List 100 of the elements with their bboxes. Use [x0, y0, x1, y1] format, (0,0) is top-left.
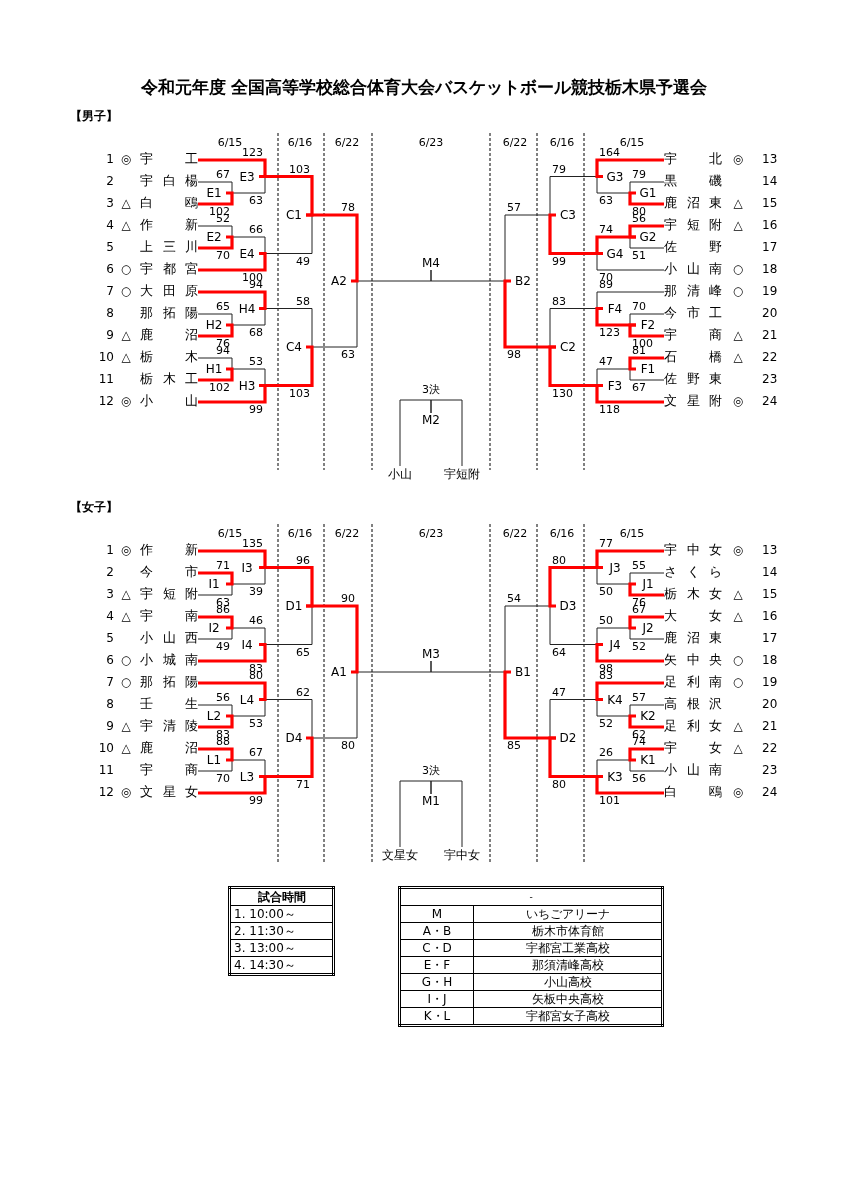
score-label: 66 — [248, 223, 263, 236]
seed-mark: ◎ — [731, 394, 745, 409]
match-label: C2 — [556, 340, 580, 354]
seed-number: 6 — [105, 262, 114, 277]
score-label: 70 — [215, 772, 230, 785]
bracket-line — [503, 670, 556, 740]
score-label: 50 — [599, 614, 614, 627]
bracket-line — [595, 681, 664, 702]
score-label: 56 — [215, 691, 230, 704]
bracket-line — [198, 642, 267, 663]
team-name: 作新 — [140, 542, 198, 558]
bracket-line — [198, 747, 234, 762]
team-name: 宇女 — [664, 740, 722, 756]
team-name: 小山南 — [664, 762, 722, 778]
bracket-line — [197, 759, 233, 772]
bracket-line — [629, 759, 665, 772]
score-label: 49 — [295, 254, 310, 268]
score-label: 67 — [248, 746, 263, 759]
seed-mark: ◎ — [731, 785, 745, 800]
score-label: 79 — [632, 168, 647, 181]
team-name: 小山南 — [664, 261, 722, 277]
seed-number: 19 — [762, 675, 779, 690]
seed-number: 3 — [105, 587, 114, 602]
bracket-line — [430, 780, 463, 848]
seed-number: 5 — [105, 240, 114, 255]
seed-number: 21 — [762, 719, 779, 734]
team-name: 那拓陽 — [140, 674, 198, 690]
bracket-line — [629, 704, 665, 717]
seed-mark: △ — [732, 328, 744, 343]
match-label: D2 — [556, 731, 580, 745]
match-label: G2 — [636, 230, 660, 244]
team-name: 白鴎 — [664, 784, 722, 800]
seed-number: 1 — [105, 543, 114, 558]
seed-mark: △ — [732, 350, 744, 365]
seed-mark: ○ — [119, 653, 133, 668]
venue-name: 那須清峰高校 — [473, 956, 663, 974]
match-label: F4 — [603, 301, 627, 316]
team-name: 鹿沼東 — [664, 630, 722, 646]
team-name: 佐野東 — [664, 371, 722, 387]
team-name: 小山 — [375, 466, 425, 482]
venue-name: 小山高校 — [473, 973, 663, 991]
seed-mark: △ — [120, 218, 132, 233]
score-label: 52 — [632, 640, 647, 653]
seed-number: 18 — [762, 262, 779, 277]
seed-mark: ○ — [731, 653, 745, 668]
seed-number: 22 — [762, 350, 779, 365]
bracket-line — [198, 681, 267, 702]
seed-number: 19 — [762, 284, 779, 299]
seed-mark: ○ — [119, 284, 133, 299]
match-group: I・J — [399, 990, 474, 1008]
date-label: 6/15 — [216, 527, 243, 540]
team-name: 宇短附 — [140, 586, 198, 602]
seed-mark: △ — [732, 741, 744, 756]
team-name: 宇都宮 — [140, 261, 198, 277]
score-label: 55 — [632, 559, 647, 572]
team-name: 鹿沼東 — [664, 195, 722, 211]
bracket-line — [628, 615, 664, 630]
team-name: 宇短附 — [437, 466, 487, 482]
bracket-line — [197, 313, 233, 326]
match-label: J1 — [636, 577, 660, 591]
team-name: 宇工 — [140, 151, 198, 167]
seed-number: 12 — [97, 785, 114, 800]
seed-number: 4 — [105, 609, 114, 624]
seed-number: 1 — [105, 152, 114, 167]
bracket-line — [306, 213, 359, 283]
match-label: D1 — [282, 599, 306, 613]
seed-mark: △ — [120, 719, 132, 734]
score-label: 67 — [215, 168, 230, 181]
score-label: 99 — [248, 403, 263, 416]
score-label: 123 — [242, 146, 263, 159]
seed-number: 11 — [97, 763, 114, 778]
score-label: 39 — [248, 585, 263, 598]
score-label: 98 — [507, 348, 522, 361]
seed-number: 23 — [762, 763, 779, 778]
seed-mark: △ — [732, 719, 744, 734]
seed-number: 4 — [105, 218, 114, 233]
score-label: 74 — [599, 223, 614, 236]
match-label: K1 — [636, 753, 660, 767]
score-label: 80 — [340, 739, 355, 752]
score-label: 135 — [242, 537, 263, 550]
score-label: 62 — [295, 685, 310, 699]
team-name: 足利南 — [664, 674, 722, 690]
team-name: 今市 — [140, 564, 198, 580]
date-label: 6/15 — [619, 136, 646, 149]
seed-number: 3 — [105, 196, 114, 211]
score-label: 51 — [632, 249, 647, 262]
match-label: H2 — [202, 318, 226, 332]
match-label: G4 — [603, 246, 627, 261]
seed-number: 22 — [762, 741, 779, 756]
score-label: 90 — [340, 592, 355, 605]
match-label: C1 — [282, 208, 306, 222]
venue-name: 宇都宮工業高校 — [473, 939, 663, 957]
seed-number: 2 — [105, 174, 114, 189]
team-name: 宇短附 — [664, 217, 722, 233]
bracket-line — [629, 181, 665, 194]
seed-mark: ◎ — [731, 543, 745, 558]
score-label: 164 — [599, 146, 620, 159]
seed-mark: ○ — [731, 262, 745, 277]
match-group: G・H — [399, 973, 474, 991]
score-label: 64 — [552, 645, 567, 659]
